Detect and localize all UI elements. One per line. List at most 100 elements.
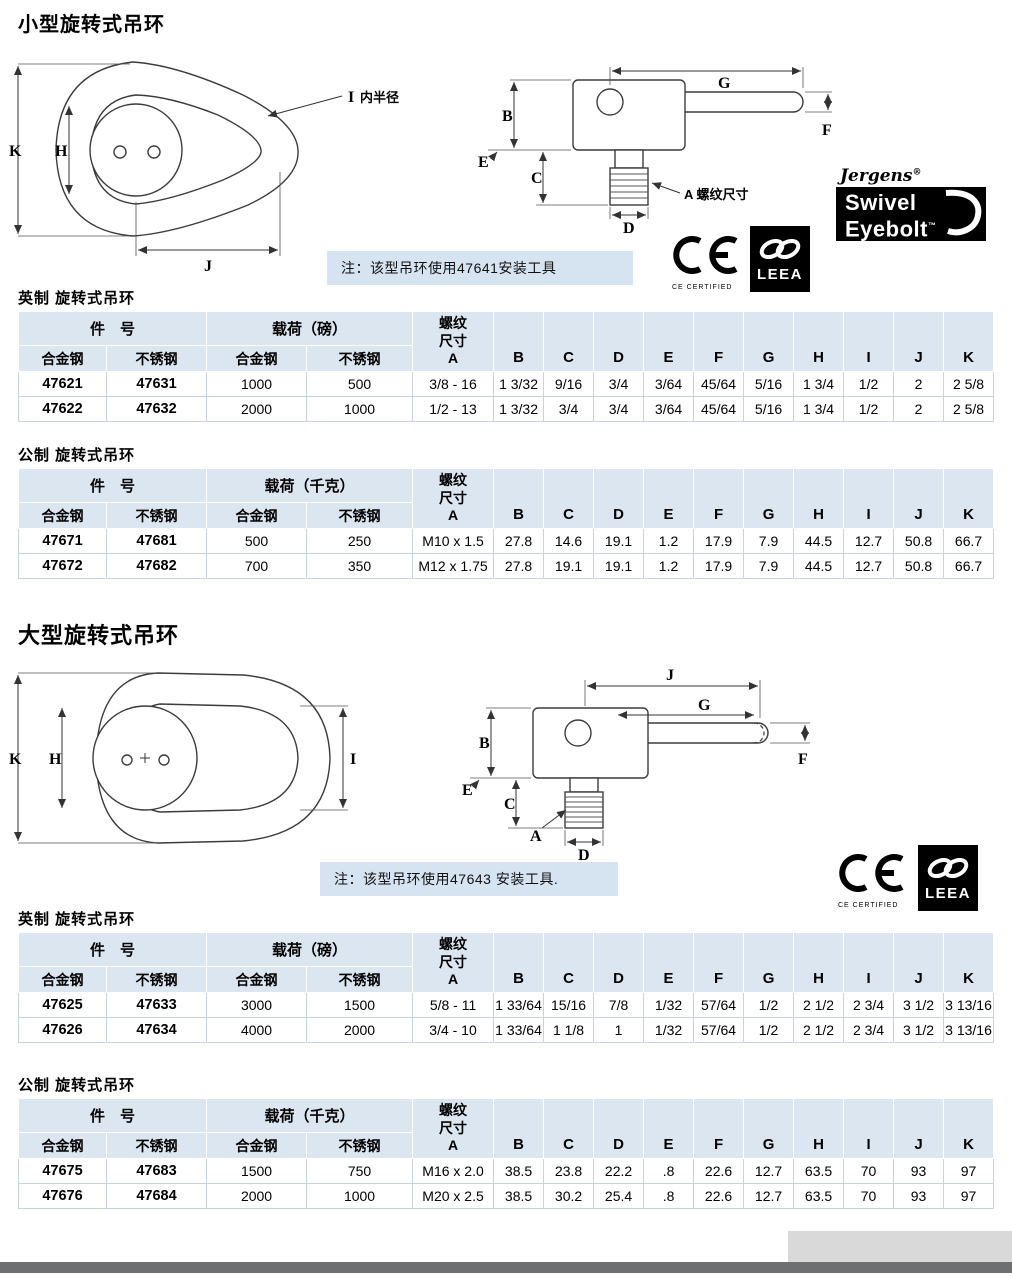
spec-value: 1 33/64 [493,1017,545,1043]
spec-value: 3/64 [643,396,695,422]
spec-value: 1/2 [743,992,795,1018]
install-tool-note-large: 注：该型吊环使用47643 安装工具. [320,862,618,896]
dim-header-h: H [793,311,845,372]
spec-value: 50.8 [893,528,945,554]
spec-value: 14.6 [543,528,595,554]
material-subheader: 不锈钢 [306,1132,414,1159]
dim-label-i: I [350,751,356,768]
part-number-group-header: 件 号 [17,1098,208,1133]
spec-value: .8 [643,1183,695,1209]
part-number: 47682 [105,553,208,579]
part-number: 47681 [105,528,208,554]
dim-header-g: G [743,311,795,372]
dim-label-k: K [9,751,22,768]
dim-header-i: I [843,311,895,372]
dim-header-i: I [843,932,895,993]
dim-label-d: D [623,220,635,237]
spec-value: 1/2 [843,371,895,397]
dim-header-c: C [543,468,595,529]
material-subheader: 合金钢 [18,966,107,993]
part-number: 47683 [105,1158,208,1184]
dim-header-g: G [743,932,795,993]
dim-header-f: F [693,932,745,993]
spec-value: 2 [893,396,945,422]
dim-header-k: K [943,1098,995,1159]
material-subheader: 不锈钢 [105,1132,208,1159]
part-number: 47676 [18,1183,107,1209]
spec-value: 1.2 [643,553,695,579]
spec-value: 22.6 [693,1158,745,1184]
spec-value: 12.7 [743,1183,795,1209]
load-group-header: 载荷（千克） [206,468,414,503]
pivot-pin [596,88,624,116]
spec-value: 45/64 [693,396,745,422]
spec-value: 1/2 [843,396,895,422]
dim-header-d: D [593,1098,645,1159]
dim-header-g: G [743,468,795,529]
dim-header-h: H [793,932,845,993]
leea-text: LEEA [924,885,971,902]
hook-icon [945,189,982,236]
thread-size-header: 螺纹 尺寸 A [412,932,495,993]
spec-value: 57/64 [693,1017,745,1043]
spec-value: 1000 [306,1183,414,1209]
spec-value: 1 [593,1017,645,1043]
pin-hole [158,754,170,766]
install-tool-note-small: 注：该型吊环使用47641安装工具 [327,251,633,285]
part-number: 47622 [18,396,107,422]
material-subheader: 合金钢 [206,966,308,993]
spec-value: 500 [306,371,414,397]
inner-radius-label: 内半径 [360,90,399,105]
dim-header-f: F [693,468,745,529]
spec-value: 4000 [206,1017,308,1043]
spec-value: 3 13/16 [943,992,995,1018]
spec-value: 1 3/4 [793,371,845,397]
spec-value: 38.5 [493,1158,545,1184]
dim-header-e: E [643,1098,695,1159]
dim-header-h: H [793,468,845,529]
spec-value: 1500 [306,992,414,1018]
trademark: ™ [927,221,937,230]
spec-value: 63.5 [793,1158,845,1184]
material-subheader: 合金钢 [18,1132,107,1159]
spec-value: 30.2 [543,1183,595,1209]
part-number: 47671 [18,528,107,554]
spec-value: 3 13/16 [943,1017,995,1043]
spec-value: 2 5/8 [943,396,995,422]
ce-certified-text: CE CERTIFIED [672,284,733,291]
spec-value: 15/16 [543,992,595,1018]
spec-value: 3/64 [643,371,695,397]
dim-label-c: C [504,796,516,813]
spec-value: 3/4 [593,371,645,397]
dim-header-k: K [943,932,995,993]
ce-icon [839,854,904,892]
swivel-text: Swivel [845,190,917,215]
spec-value: 70 [843,1183,895,1209]
footer-gray-block [788,1231,1012,1262]
spec-value: 1/32 [643,1017,695,1043]
spec-value: 44.5 [793,553,845,579]
spec-value: 1 1/8 [543,1017,595,1043]
dim-label-h: H [55,143,68,160]
imperial-section-label-large: 英制 旋转式吊环 [18,911,136,928]
stud-neck [569,777,599,793]
dim-header-b: B [493,311,545,372]
dim-label-j: J [204,258,212,275]
spec-value: 3/4 - 10 [412,1017,495,1043]
part-number: 47633 [105,992,208,1018]
hidden-end-cap [753,722,765,744]
spec-value: M10 x 1.5 [412,528,495,554]
material-subheader: 合金钢 [206,502,308,529]
spec-value: 3/8 - 16 [412,371,495,397]
spec-value: 3000 [206,992,308,1018]
spec-value: 17.9 [693,553,745,579]
dim-label-e: E [478,154,489,171]
spec-value: 45/64 [693,371,745,397]
spec-value: M12 x 1.75 [412,553,495,579]
spec-value: 23.8 [543,1158,595,1184]
pin-hole [147,145,161,159]
